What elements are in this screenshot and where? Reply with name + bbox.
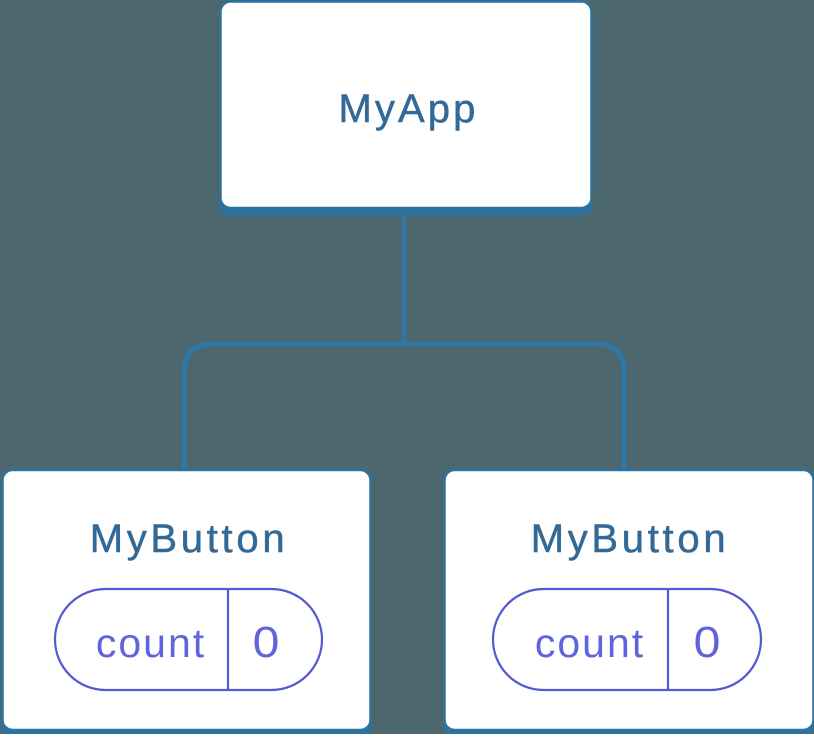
svg-text:count: count [96,620,206,666]
svg-text:MyButton: MyButton [531,517,730,561]
svg-text:count: count [535,620,645,666]
svg-text:MyButton: MyButton [90,517,289,561]
svg-text:0: 0 [253,618,280,667]
svg-text:0: 0 [694,618,721,667]
svg-text:MyApp: MyApp [339,87,479,131]
